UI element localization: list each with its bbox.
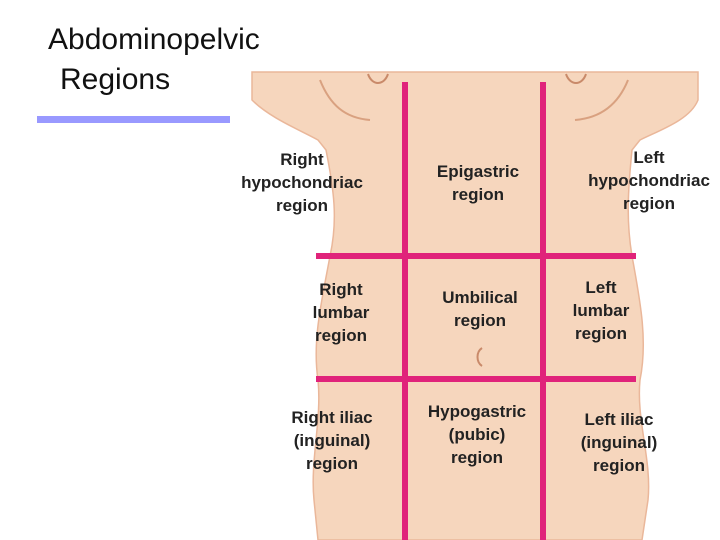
torso-skin	[251, 71, 699, 540]
grid-line-vertical-right	[540, 82, 546, 540]
title-line-2: Regions	[60, 63, 171, 96]
label-left-iliac: Left iliac (inguinal) region	[580, 410, 658, 475]
title-line-1: Abdominopelvic	[48, 23, 260, 56]
label-umbilical: Umbilical region	[442, 288, 518, 330]
page-title: Abdominopelvic Regions	[48, 20, 260, 100]
navel-icon	[476, 347, 483, 367]
left-nipple-icon	[367, 73, 389, 84]
right-nipple-icon	[565, 73, 587, 84]
chest-contour-left	[319, 79, 371, 121]
label-epigastric: Epigastric region	[436, 162, 520, 204]
grid-line-horizontal-top	[316, 253, 636, 259]
grid-line-horizontal-bottom	[316, 376, 636, 382]
label-right-iliac: Right iliac (inguinal) region	[291, 408, 373, 473]
grid-line-vertical-left	[402, 82, 408, 540]
label-right-lumbar: Right lumbar region	[312, 280, 370, 345]
label-hypogastric: Hypogastric (pubic) region	[427, 402, 527, 467]
label-left-lumbar: Left lumbar region	[572, 278, 630, 343]
label-left-hypochondriac: Left hypochondriac region	[588, 148, 710, 213]
title-underline	[37, 116, 230, 123]
chest-contour-right	[574, 79, 629, 121]
label-right-hypochondriac: Right hypochondriac region	[241, 150, 363, 215]
